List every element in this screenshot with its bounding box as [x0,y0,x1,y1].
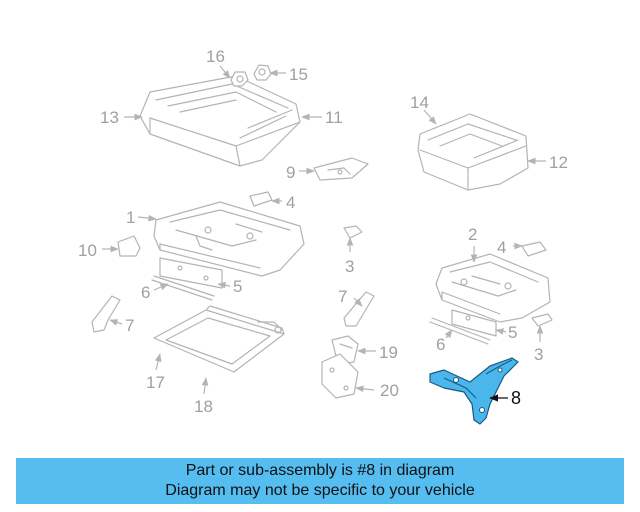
callout-11: 11 [325,108,343,127]
callout-15: 15 [289,65,308,84]
callout-5-right: 5 [508,323,517,342]
part-20-plate[interactable] [321,353,359,399]
callout-17: 17 [146,373,165,392]
callout-1: 1 [126,208,135,227]
callout-12: 12 [549,153,568,172]
callout-19: 19 [379,343,398,362]
callout-2: 2 [468,225,477,244]
part-4-cap-right[interactable] [521,241,547,257]
callout-16: 16 [206,47,225,66]
callout-13: 13 [100,108,119,127]
part-5-bracket-right[interactable] [451,309,497,337]
part-14-seat-cushion-right[interactable] [417,113,529,191]
callout-4-right: 4 [497,238,506,257]
callout-9: 9 [286,163,295,182]
part-6-rod-left[interactable] [151,275,215,301]
part-4-cap-upper[interactable] [249,191,273,207]
part-8-highlighted-bracket[interactable] [429,357,519,425]
callout-20: 20 [380,381,399,400]
part-6-rod-right[interactable] [429,317,491,345]
callout-18: 18 [194,397,213,416]
part-17-18-seat-pan[interactable] [153,305,285,373]
leader-arrows [102,65,546,402]
callout-6-left: 6 [141,283,150,302]
part-3-cap-upper[interactable] [343,225,363,239]
callout-5-left: 5 [233,277,242,296]
part-13-seat-cushion-left[interactable] [139,75,301,167]
part-7-trim-left[interactable] [91,295,121,333]
callout-6-right: 6 [436,335,445,354]
callout-3-right: 3 [534,345,543,364]
part-16-clip[interactable] [230,71,249,87]
callout-7-left: 7 [125,316,134,335]
banner-line-1: Part or sub-assembly is #8 in diagram [185,462,455,479]
part-10-cover[interactable] [117,235,141,257]
callout-14: 14 [410,93,429,112]
callout-4-upper: 4 [286,193,295,212]
callout-7-center: 7 [338,287,347,306]
part-15-clip[interactable] [253,64,272,81]
part-3-cap-right[interactable] [531,313,553,327]
banner-line-2: Diagram may not be specific to your vehi… [165,482,475,499]
callout-3-upper: 3 [345,257,354,276]
callout-10: 10 [78,241,97,260]
part-7-trim-center[interactable] [343,291,375,327]
info-banner: Part or sub-assembly is #8 in diagram Di… [16,458,624,504]
callout-8: 8 [511,388,521,408]
part-1-seat-frame-left[interactable] [153,201,305,277]
part-9-bracket[interactable] [313,157,369,181]
part-2-seat-frame-right[interactable] [435,253,551,323]
